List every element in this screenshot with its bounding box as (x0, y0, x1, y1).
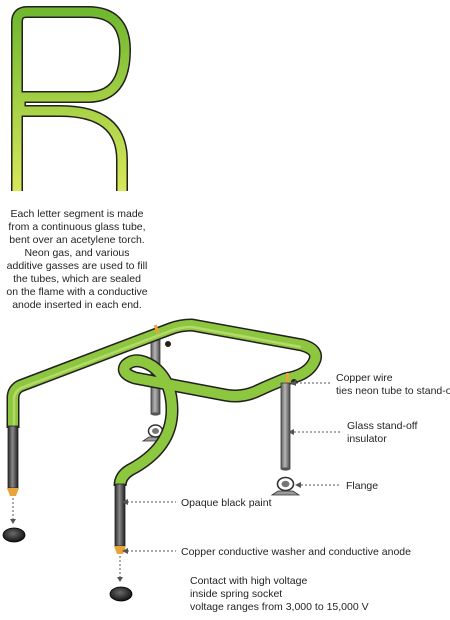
intro-line: the tubes, which are sealed (13, 273, 141, 285)
left-electrode (2, 425, 26, 543)
label-copper-wire-detail: ties neon tube to stand-off (336, 385, 450, 397)
intro-line: additive gasses are used to fill (7, 260, 148, 272)
leader-arrowheads (122, 380, 301, 554)
intro-line: Each letter segment is made (10, 208, 143, 220)
intro-paragraph: Each letter segment is made from a conti… (6, 208, 147, 311)
copper-washer (114, 546, 126, 554)
label-contact-voltage: voltage ranges from 3,000 to 15,000 V (190, 601, 369, 613)
front-electrode (109, 483, 133, 602)
intro-line: anode inserted in each end. (12, 299, 142, 311)
intro-line: Neon gas, and various (24, 247, 129, 259)
label-standoff: Glass stand-off (347, 420, 418, 432)
spring-socket-cap (2, 527, 26, 543)
right-standoff (270, 379, 301, 496)
spring-socket-cap (109, 586, 133, 602)
label-standoff-detail: insulator (347, 433, 387, 445)
copper-washer (7, 488, 19, 496)
label-copper-wire: Copper wire (336, 372, 393, 384)
leader-lines (127, 382, 342, 552)
intro-line: on the flame with a conductive (6, 286, 147, 298)
intro-line: bent over an acetylene torch. (9, 234, 144, 246)
neon-tube-3d (6, 318, 322, 487)
copper-wire-tie (165, 341, 171, 347)
letter-r-tube (11, 6, 131, 191)
label-contact-socket: inside spring socket (190, 588, 282, 600)
label-paint: Opaque black paint (181, 497, 272, 509)
copper-wire-tie (286, 373, 289, 383)
copper-wire-tie (153, 324, 160, 335)
label-washer: Copper conductive washer and conductive … (181, 546, 411, 558)
label-contact: Contact with high voltage (190, 575, 307, 587)
intro-line: from a continuous glass tube, (8, 221, 145, 233)
label-flange: Flange (346, 480, 378, 492)
